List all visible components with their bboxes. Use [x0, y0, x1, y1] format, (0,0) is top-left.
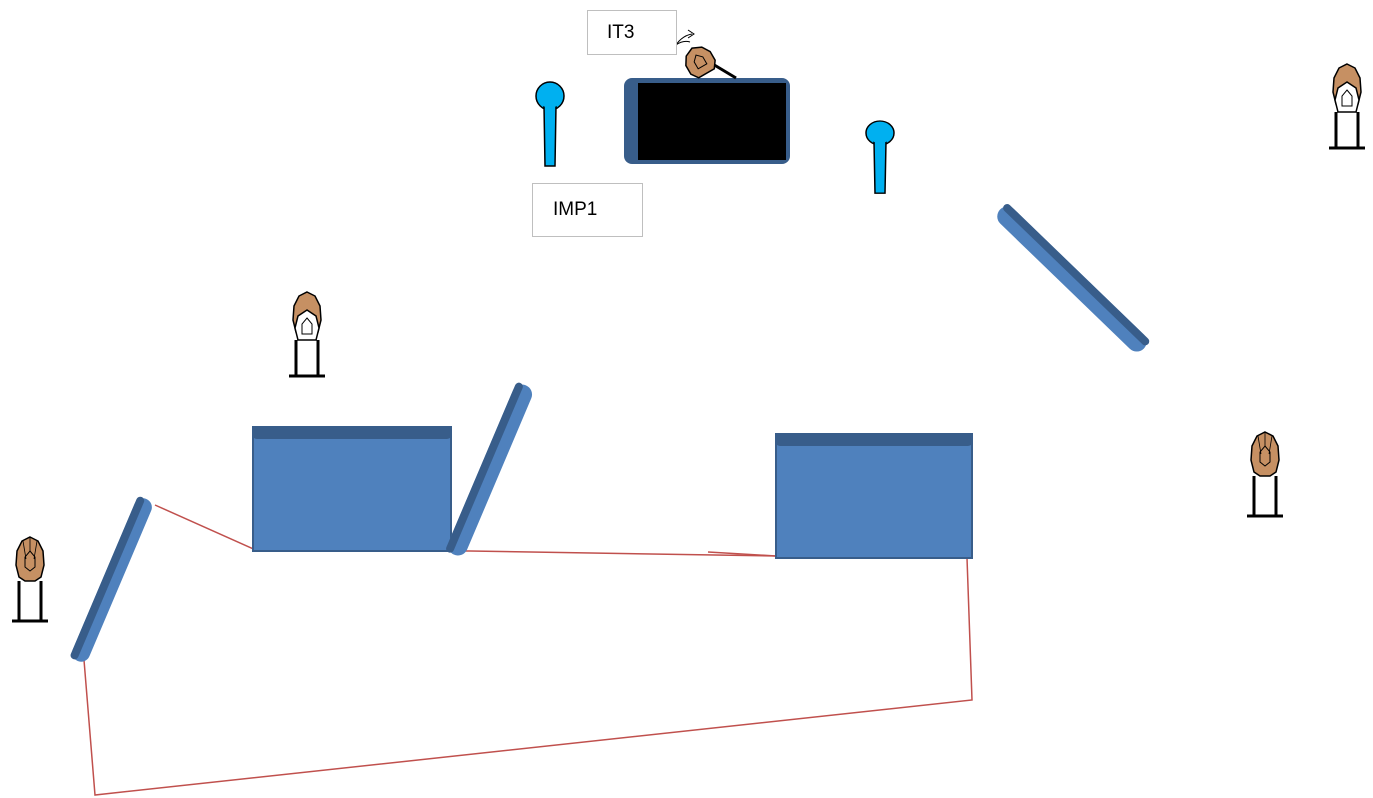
wall-center-angled: [446, 382, 533, 556]
label-imp1-text: IMP1: [553, 199, 598, 220]
wall-right-angled: [997, 203, 1150, 352]
target-with-no-shoot-top-right: [1327, 62, 1367, 150]
barrier-center-right: [775, 433, 973, 559]
barrier-center-left: [252, 426, 452, 552]
monitor-barrel: [624, 78, 790, 164]
label-imp1: IMP1: [532, 183, 643, 237]
label-it3-text: IT3: [607, 21, 635, 43]
label-it3: IT3: [587, 10, 677, 55]
target-far-left: [10, 535, 50, 623]
swinger-target: [685, 46, 737, 80]
wall-left-angled: [70, 496, 152, 662]
no-shoot-target-right: [865, 120, 895, 194]
target-with-no-shoot-left: [287, 290, 327, 378]
no-shoot-target-left: [535, 81, 565, 167]
target-right: [1245, 430, 1285, 518]
